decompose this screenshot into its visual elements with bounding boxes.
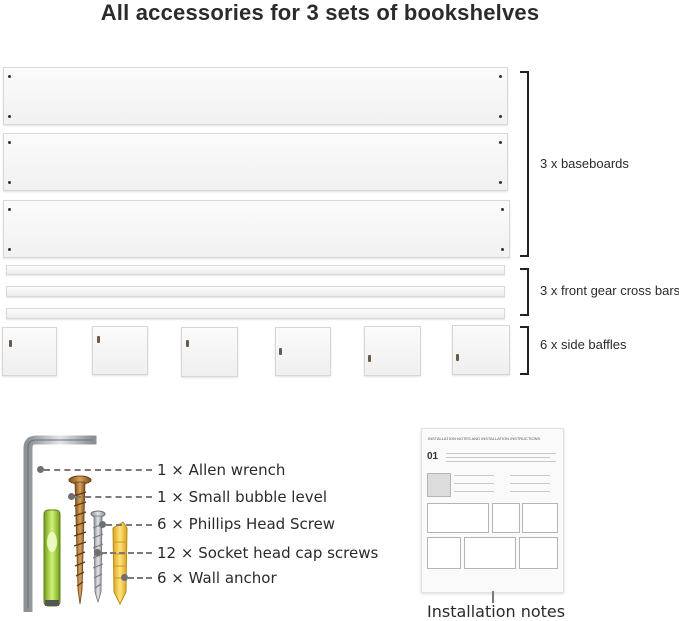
leader-dot xyxy=(121,574,128,581)
side-baffle xyxy=(181,327,238,377)
leader-dot xyxy=(37,466,44,473)
accessory-label-allen-wrench: 1 × Allen wrench xyxy=(157,461,286,479)
baseboard xyxy=(3,67,508,125)
side-baffles-bracket xyxy=(520,326,529,375)
side-baffle xyxy=(452,325,510,375)
cross-bar xyxy=(6,286,505,297)
hardware-illustration xyxy=(23,435,128,612)
side-baffle xyxy=(2,327,57,376)
leader-line xyxy=(128,577,152,579)
cross-bar xyxy=(6,308,505,319)
installation-notes-sheet: INSTALLATION NOTES AND INSTALLATION INST… xyxy=(421,428,564,593)
accessory-label-socket-screws: 12 × Socket head cap screws xyxy=(157,544,379,562)
bubble-level-icon xyxy=(43,509,61,607)
baseboards-label: 3 x baseboards xyxy=(540,156,629,171)
side-baffles-label: 6 x side baffles xyxy=(540,337,627,352)
side-baffle xyxy=(92,326,148,375)
side-baffle xyxy=(364,326,421,376)
notes-leader-line xyxy=(492,591,494,603)
page-title: All accessories for 3 sets of bookshelve… xyxy=(100,0,540,25)
cross-bars-bracket xyxy=(520,268,529,316)
phillips-screw-icon xyxy=(68,475,92,605)
socket-screw-icon xyxy=(90,510,106,604)
leader-line xyxy=(106,524,152,526)
side-baffle xyxy=(275,327,331,376)
sheet-step-number: 01 xyxy=(427,451,439,462)
installation-notes-label: Installation notes xyxy=(427,602,566,621)
baseboard xyxy=(3,133,508,191)
allen-wrench-icon xyxy=(23,435,97,612)
accessory-label-wall-anchor: 6 × Wall anchor xyxy=(157,569,277,587)
leader-line xyxy=(44,469,152,471)
leader-dot xyxy=(99,521,106,528)
leader-dot xyxy=(68,493,75,500)
sheet-heading: INSTALLATION NOTES AND INSTALLATION INST… xyxy=(428,436,541,441)
cross-bar xyxy=(6,265,505,275)
cross-bars-label: 3 x front gear cross bars xyxy=(540,283,679,298)
leader-line xyxy=(75,496,152,498)
leader-line xyxy=(101,552,152,554)
wall-anchor-icon xyxy=(112,521,128,606)
baseboards-bracket xyxy=(520,71,529,257)
accessory-label-phillips-screw: 6 × Phillips Head Screw xyxy=(157,515,336,533)
accessory-label-bubble-level: 1 × Small bubble level xyxy=(157,488,327,506)
leader-dot xyxy=(94,549,101,556)
baseboard xyxy=(3,200,510,258)
